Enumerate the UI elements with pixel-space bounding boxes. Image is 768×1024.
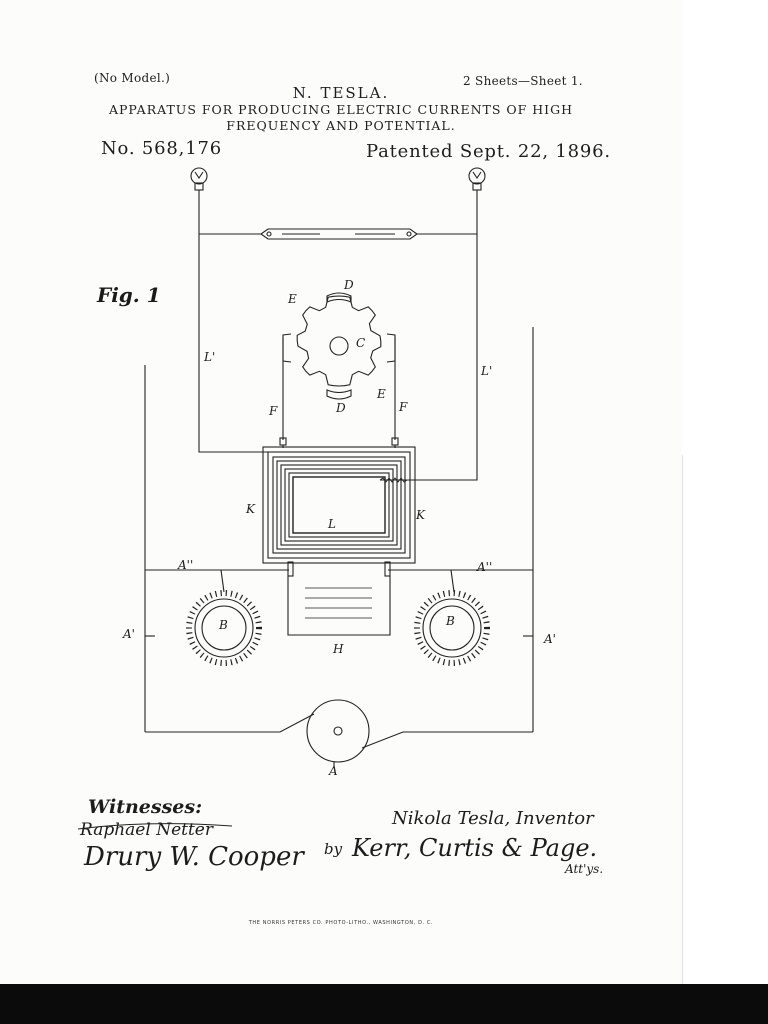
ring-coil-left-icon	[186, 590, 262, 666]
patent-title-line-2: FREQUENCY AND POTENTIAL.	[226, 118, 456, 133]
label-a2-right: A''	[477, 560, 493, 574]
label-a1-left: A'	[123, 627, 135, 641]
label-d-bottom: D	[336, 401, 346, 415]
label-h: H	[333, 642, 344, 656]
page-margin-strip	[682, 455, 768, 984]
witnesses-label: Witnesses:	[88, 796, 203, 818]
scan-border	[0, 984, 768, 1024]
label-e-bottom: E	[377, 387, 386, 401]
inventor-signature: Nikola Tesla, Inventor	[392, 808, 594, 829]
label-c: C	[356, 336, 366, 350]
label-f-right: F	[399, 400, 408, 414]
supply-circuit-line	[145, 713, 533, 749]
sheet-count: 2 Sheets—Sheet 1.	[463, 74, 583, 88]
vacuum-tube-icon	[260, 228, 418, 240]
attorneys-label: Att'ys.	[565, 862, 604, 876]
patent-number: No. 568,176	[101, 138, 222, 159]
ring-coil-right-icon	[414, 590, 490, 666]
attorney-signature: Kerr, Curtis & Page.	[352, 834, 598, 862]
commutator-wheel-icon	[282, 292, 396, 400]
patent-drawing	[144, 167, 534, 768]
label-l-center: L	[328, 517, 336, 531]
label-k-right: K	[416, 508, 425, 522]
label-b-left: B	[219, 618, 228, 632]
by-label: by	[324, 840, 343, 858]
lead-left-line	[198, 190, 272, 453]
label-e-top: E	[288, 292, 297, 306]
lamp-right-icon	[468, 167, 486, 191]
label-l-prime-right: L'	[481, 364, 493, 378]
patent-sheet	[0, 0, 682, 984]
generator-icon	[306, 699, 370, 763]
patent-title-line-1: APPARATUS FOR PRODUCING ELECTRIC CURRENT…	[108, 102, 574, 117]
no-model-note: (No Model.)	[94, 71, 171, 85]
inventor-name: N. TESLA.	[292, 84, 390, 102]
printer-imprint: THE NORRIS PETERS CO. PHOTO-LITHO., WASH…	[248, 920, 434, 926]
label-d-top: D	[344, 278, 354, 292]
label-b-right: B	[446, 614, 455, 628]
condenser-icon	[287, 561, 391, 636]
transformer-coil-icon	[262, 446, 416, 564]
label-a2-left: A''	[178, 558, 194, 572]
witness-signature-1: Raphael Netter	[80, 820, 213, 840]
witness-signature-2: Drury W. Cooper	[84, 842, 304, 872]
label-a1-right: A'	[544, 632, 556, 646]
lead-right-line	[380, 190, 478, 481]
label-a: A	[329, 764, 338, 778]
figure-title: Fig. 1	[97, 283, 161, 307]
label-k-left: K	[246, 502, 255, 516]
label-f-left: F	[269, 404, 278, 418]
lamp-left-icon	[190, 167, 208, 191]
label-l-prime-left: L'	[204, 350, 216, 364]
patented-date: Patented Sept. 22, 1896.	[366, 141, 611, 162]
